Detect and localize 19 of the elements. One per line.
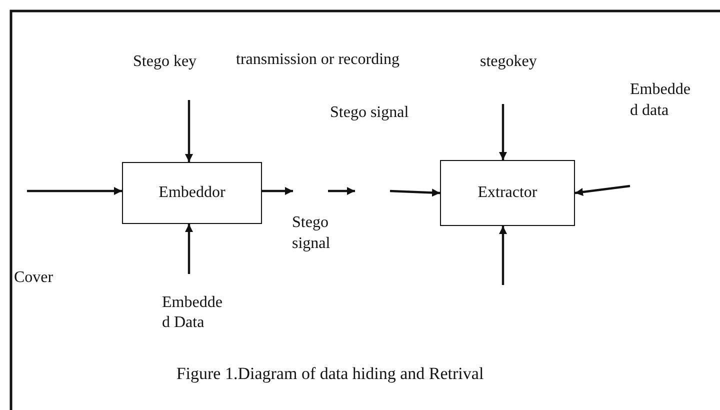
arrow (499, 226, 507, 285)
arrow (185, 224, 193, 274)
node-text: stegokey (480, 50, 564, 74)
node-text: Embedde d Data (162, 290, 228, 336)
arrow (574, 184, 630, 196)
process-box: Embeddor (122, 162, 262, 224)
node-text: Stego key (133, 50, 223, 74)
arrow (499, 104, 507, 160)
diagram-label: Embedde d data (630, 80, 692, 121)
diagram-label: transmission or recording (236, 50, 400, 70)
arrow (185, 100, 193, 162)
process-box: Extractor (440, 160, 575, 226)
diagram-label: Stego signal (292, 213, 332, 254)
diagram-label: Cover (14, 268, 54, 288)
arrow (390, 188, 440, 197)
diagram-label: Stego signal (330, 103, 409, 123)
arrow (262, 187, 293, 195)
arrow (27, 187, 122, 195)
figure-caption: Figure 1.Diagram of data hiding and Retrival (175, 364, 485, 384)
